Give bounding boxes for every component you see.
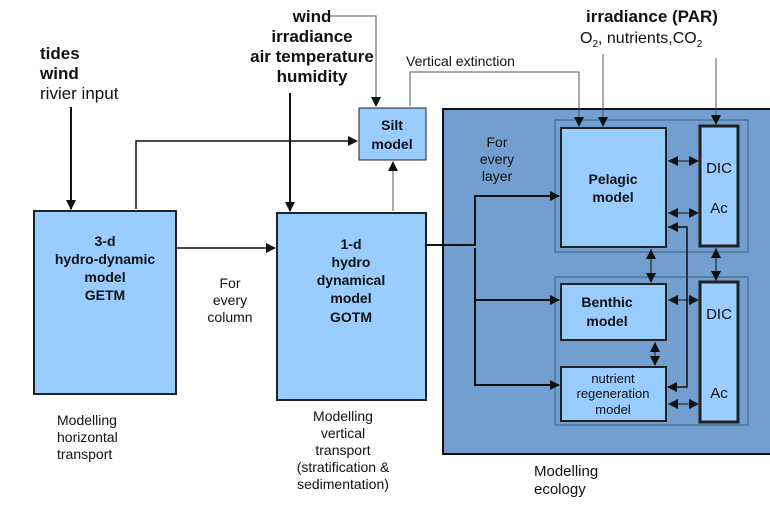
caption-vertical: sedimentation) [297,476,389,492]
label-for-every-column: every [213,292,247,308]
arrow-gotm-pelagic [425,191,560,246]
gotm-label: 1-d [341,236,362,252]
caption-vertical: transport [315,442,370,458]
label-for-every-layer: layer [482,168,513,184]
input-par: irradiance (PAR) [586,7,718,26]
arrow-pelagic-nutrient [667,222,688,392]
caption-ecology: ecology [534,481,586,498]
gotm-label: hydro [332,254,371,270]
ac-top-label: Ac [710,200,728,217]
gotm-label: dynamical [317,272,385,288]
getm-label: hydro-dynamic [55,251,156,267]
label-vertical-extinction: Vertical extinction [406,53,515,69]
caption-horizontal: horizontal [57,429,118,445]
benthic-label: model [586,313,627,329]
input-rivier: rivier input [40,84,119,103]
pelagic-label: model [592,189,633,205]
benthic-box [560,283,667,341]
nutrient-label: regeneration [577,386,650,401]
label-for-every-column: column [207,309,252,325]
input-gotm-wind: wind [292,7,332,26]
arrow-vertical-extinction [409,71,584,127]
getm-box [33,210,177,395]
input-gotm-irradiance: irradiance [271,27,352,46]
dic-bottom-box [698,280,740,424]
label-for-every-layer: every [480,151,514,167]
input-gotm-airtemp: air temperature [250,47,374,66]
pelagic-label: Pelagic [588,171,637,187]
ac-bottom-label: Ac [710,385,728,402]
silt-box [358,107,427,161]
label-for-every-column: For [220,275,241,291]
caption-horizontal: transport [57,446,112,462]
arrow-getm-silt [135,136,358,209]
getm-label: 3-d [95,233,116,249]
caption-vertical: (stratification & [297,459,390,475]
label-for-every-layer: For [487,134,508,150]
input-chemistry: O2, nutrients,CO2 [580,30,703,50]
input-tides: tides [40,44,80,63]
getm-label: GETM [85,287,125,303]
dic-top-label: DIC [706,160,732,177]
nutrient-label: nutrient [591,371,635,386]
caption-vertical: vertical [321,425,365,441]
caption-ecology: Modelling [534,463,598,480]
arrow-wind-silt [328,15,381,107]
benthic-label: Benthic [581,294,633,310]
silt-label: model [371,136,412,152]
input-wind: wind [39,64,79,83]
arrow-to-nutrient [474,300,560,390]
silt-label: Silt [381,117,403,133]
gotm-label: GOTM [330,309,372,325]
getm-label: model [84,269,125,285]
nutrient-label: model [595,402,631,417]
input-gotm-humidity: humidity [277,67,348,86]
dic-top-box [698,124,740,248]
gotm-label: model [330,290,371,306]
caption-vertical: Modelling [313,408,373,424]
pelagic-box [560,127,667,248]
dic-bottom-label: DIC [706,306,732,323]
caption-horizontal: Modelling [57,412,117,428]
nutrient-box [560,366,667,422]
gotm-box [276,212,427,401]
